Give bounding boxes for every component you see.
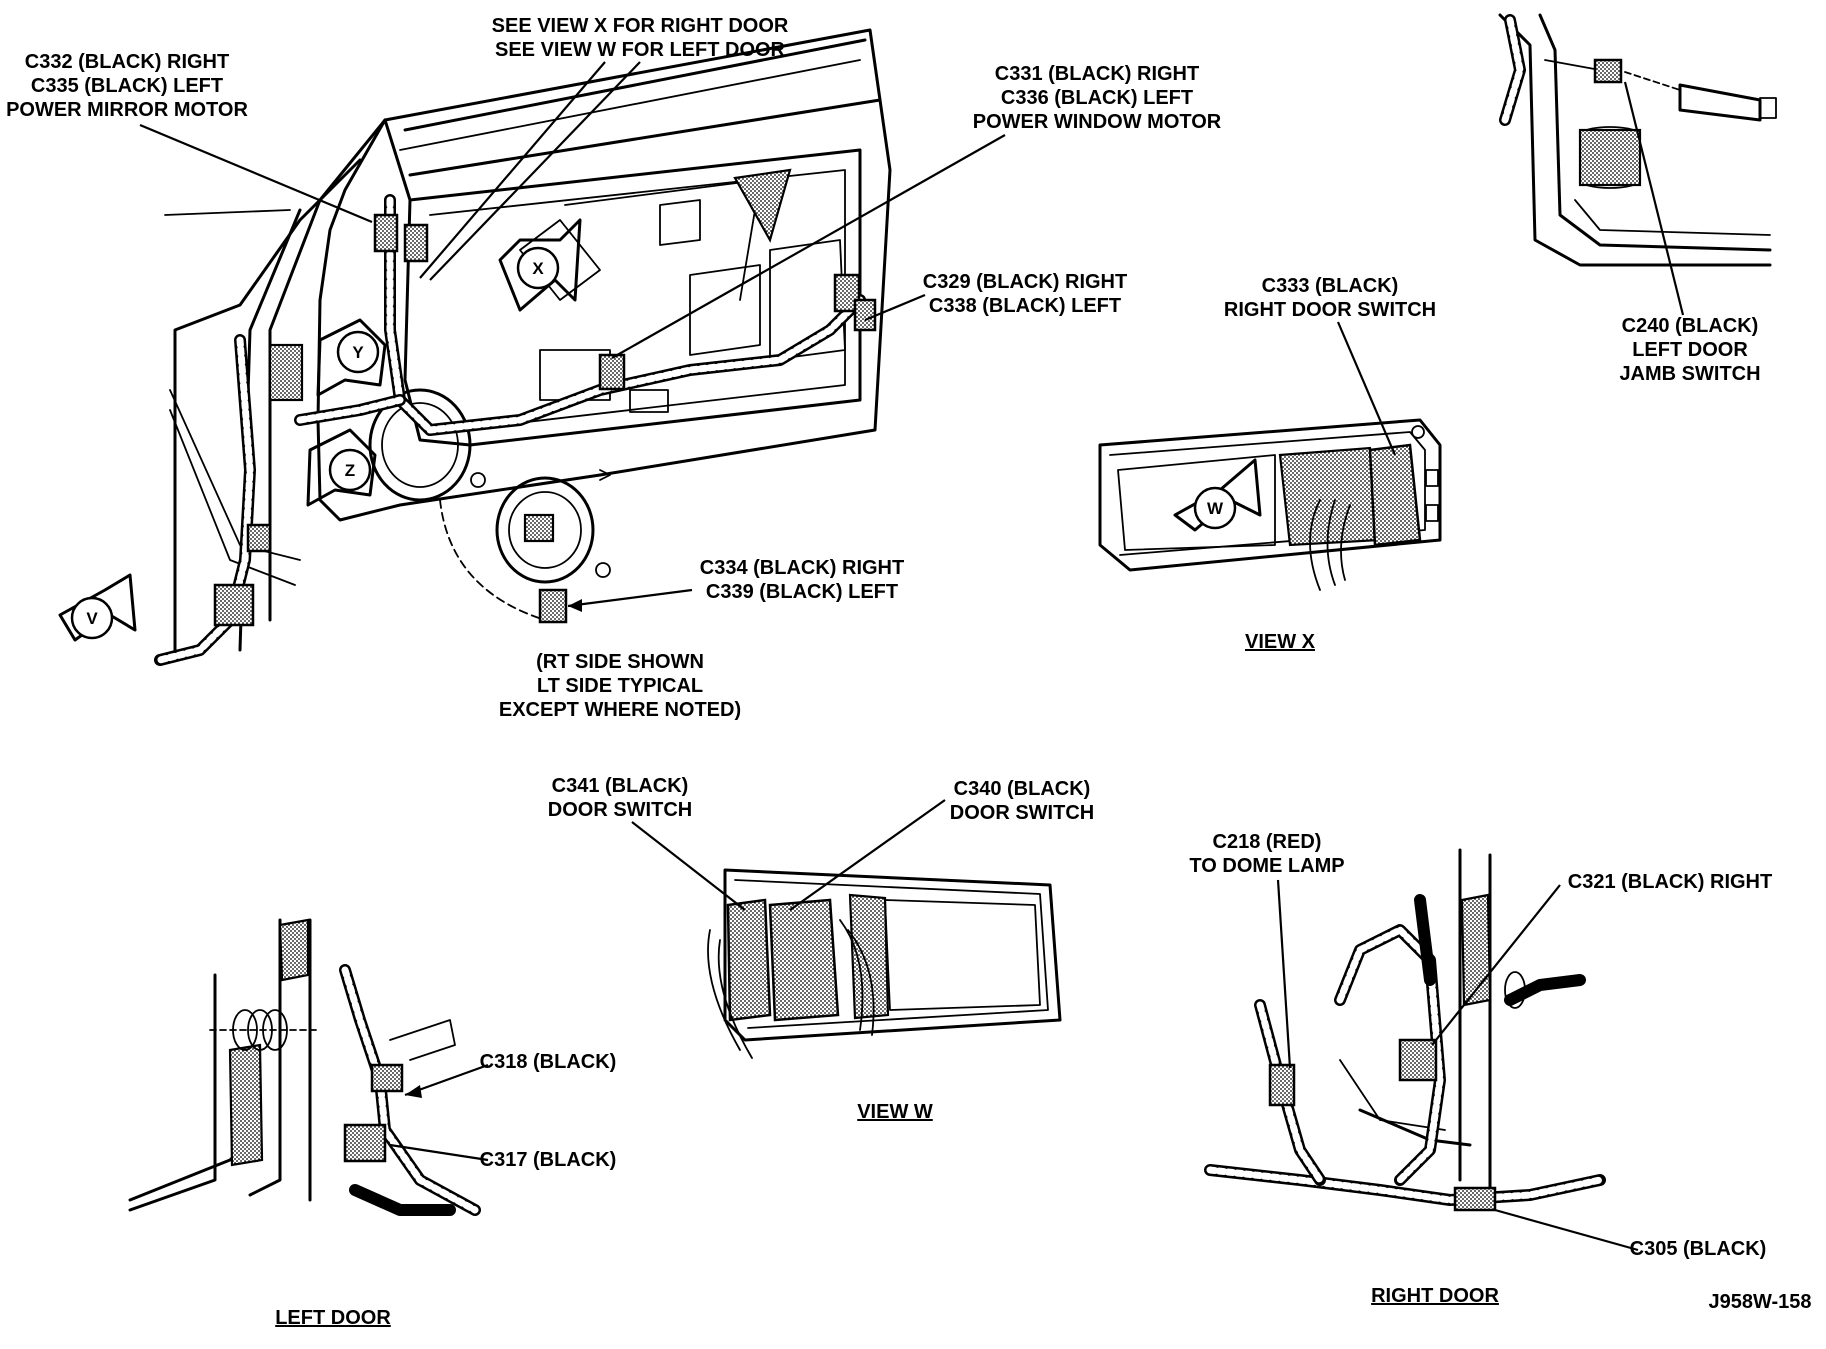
- label-c336: C336 (BLACK) LEFT: [1001, 87, 1193, 109]
- right-door-illustration: [1204, 848, 1606, 1212]
- connector-c305: [1453, 1186, 1497, 1212]
- view-bubble-v: V: [58, 573, 137, 642]
- caption-right-door: RIGHT DOOR: [1371, 1285, 1499, 1307]
- label-c340: C340 (BLACK): [954, 778, 1091, 800]
- label-note-line1: (RT SIDE SHOWN: [536, 651, 704, 673]
- label-note-line3: EXCEPT WHERE NOTED): [499, 699, 741, 721]
- bubble-label-z: Z: [345, 461, 355, 480]
- callout-c340: C340 (BLACK) DOOR SWITCH: [789, 778, 1094, 911]
- connector-c333: [1368, 443, 1422, 547]
- connector-power-window: [598, 353, 626, 391]
- connector-c318: [370, 1063, 404, 1093]
- view-bubble-z: Z: [306, 428, 377, 507]
- caption-left-door: LEFT DOOR: [275, 1307, 391, 1329]
- label-c335: C335 (BLACK) LEFT: [31, 75, 223, 97]
- bubble-label-y: Y: [352, 343, 364, 362]
- label-c341: C341 (BLACK): [552, 775, 689, 797]
- label-c317: C317 (BLACK): [480, 1149, 617, 1171]
- label-see-view-x: SEE VIEW X FOR RIGHT DOOR: [492, 15, 789, 37]
- callout-c321: C321 (BLACK) RIGHT: [1431, 871, 1772, 1046]
- label-power-window-motor: POWER WINDOW MOTOR: [973, 111, 1222, 133]
- callout-c341: C341 (BLACK) DOOR SWITCH: [548, 775, 746, 911]
- label-c332: C332 (BLACK) RIGHT: [25, 51, 229, 73]
- label-note-line2: LT SIDE TYPICAL: [537, 675, 703, 697]
- label-c333: C333 (BLACK): [1262, 275, 1399, 297]
- left-door-jamb-illustration: [1498, 13, 1777, 267]
- label-c341-door-switch: DOOR SWITCH: [548, 799, 692, 821]
- connector-c218: [1268, 1063, 1296, 1107]
- connector-power-mirror: [373, 213, 399, 253]
- jamb-spring: [1578, 126, 1642, 189]
- label-c240: C240 (BLACK): [1622, 315, 1759, 337]
- callout-c305: C305 (BLACK): [1494, 1208, 1767, 1260]
- figure-id: J958W-158: [1709, 1291, 1812, 1313]
- view-bubble-x: X: [498, 218, 582, 312]
- callout-power-mirror-motor: C332 (BLACK) RIGHT C335 (BLACK) LEFT POW…: [6, 51, 373, 224]
- main-door-illustration: [154, 28, 892, 666]
- callout-see-view: SEE VIEW X FOR RIGHT DOOR SEE VIEW W FOR…: [419, 15, 789, 281]
- label-c218: C218 (RED): [1213, 831, 1322, 853]
- label-jamb-switch: JAMB SWITCH: [1619, 363, 1760, 385]
- label-c318: C318 (BLACK): [480, 1051, 617, 1073]
- view-x-illustration: W: [1098, 418, 1442, 591]
- callout-speaker: C334 (BLACK) RIGHT C339 (BLACK) LEFT: [567, 557, 904, 612]
- left-door-spring: [209, 1009, 321, 1051]
- callout-side-note: (RT SIDE SHOWN LT SIDE TYPICAL EXCEPT WH…: [499, 651, 741, 721]
- caption-view-w: VIEW W: [857, 1101, 933, 1123]
- bubble-label-x: X: [532, 259, 544, 278]
- left-door-illustration: [128, 918, 481, 1216]
- bubble-label-w: W: [1207, 499, 1224, 518]
- callout-left-door-jamb-switch: C240 (BLACK) LEFT DOOR JAMB SWITCH: [1619, 81, 1761, 385]
- label-left-door: LEFT DOOR: [1632, 339, 1748, 361]
- connector-speaker: [538, 588, 568, 624]
- label-see-view-w: SEE VIEW W FOR LEFT DOOR: [495, 39, 786, 61]
- view-w-illustration: [707, 868, 1062, 1059]
- bubble-label-v: V: [86, 609, 98, 628]
- label-to-dome-lamp: TO DOME LAMP: [1189, 855, 1344, 877]
- label-c340-door-switch: DOOR SWITCH: [950, 802, 1094, 824]
- label-c331: C331 (BLACK) RIGHT: [995, 63, 1199, 85]
- callout-door-lock: C329 (BLACK) RIGHT C338 (BLACK) LEFT: [864, 271, 1127, 322]
- view-bubble-y: Y: [316, 318, 387, 397]
- connector-c317: [343, 1123, 387, 1163]
- connector-c321: [1398, 1038, 1438, 1082]
- label-c329: C329 (BLACK) RIGHT: [923, 271, 1127, 293]
- connector-c341: [726, 898, 772, 1022]
- label-c339: C339 (BLACK) LEFT: [706, 581, 898, 603]
- callout-c318: C318 (BLACK): [404, 1051, 617, 1098]
- callout-power-window-motor: C331 (BLACK) RIGHT C336 (BLACK) LEFT POW…: [611, 63, 1222, 359]
- speaker: [439, 469, 611, 621]
- label-c338: C338 (BLACK) LEFT: [929, 295, 1121, 317]
- caption-view-x: VIEW X: [1245, 631, 1316, 653]
- callout-right-door-switch: C333 (BLACK) RIGHT DOOR SWITCH: [1224, 275, 1436, 456]
- connector-c340: [768, 898, 840, 1022]
- callout-c317: C317 (BLACK): [389, 1143, 617, 1171]
- label-right-door-switch: RIGHT DOOR SWITCH: [1224, 299, 1436, 321]
- label-c321: C321 (BLACK) RIGHT: [1568, 871, 1772, 893]
- label-power-mirror-motor: POWER MIRROR MOTOR: [6, 99, 248, 121]
- callout-dome-lamp: C218 (RED) TO DOME LAMP: [1189, 831, 1345, 1069]
- label-c334: C334 (BLACK) RIGHT: [700, 557, 904, 579]
- label-c305: C305 (BLACK): [1630, 1238, 1767, 1260]
- view-bubble-w: [1193, 486, 1237, 530]
